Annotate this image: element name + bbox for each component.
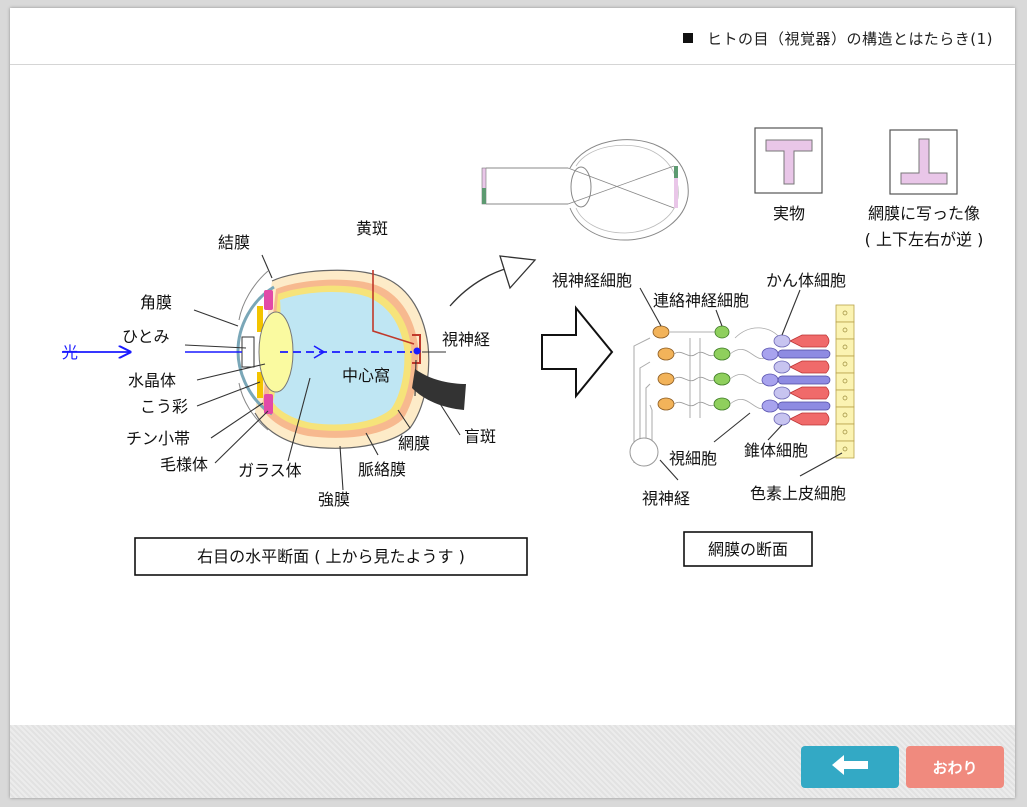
optic-nerve-fiber	[629, 437, 659, 467]
retina-caption: 網膜の断面	[708, 540, 788, 559]
page-title: ヒトの目（視覚器）の構造とはたらき(1)	[683, 28, 993, 49]
cornea	[236, 285, 275, 416]
fovea-point	[413, 347, 421, 355]
back-button[interactable]	[801, 746, 899, 788]
object-image-real	[754, 127, 823, 194]
object-image-retina	[889, 129, 958, 195]
ciliary-body-bottom	[264, 394, 273, 414]
label-light: 光	[62, 343, 78, 362]
label-reversed: ( 上下左右が逆 )	[865, 230, 984, 249]
label-photoreceptor: 視細胞	[669, 449, 717, 468]
label-retina-image: 網膜に写った像	[868, 204, 980, 223]
label-optic-nerve: 視神経	[442, 330, 490, 349]
iris-top	[257, 306, 263, 332]
label-iris: こう彩	[140, 397, 188, 416]
eye-caption-box	[134, 537, 528, 576]
label-pupil: ひとみ	[122, 327, 170, 346]
end-button[interactable]: おわり	[906, 746, 1004, 788]
eye-leader-lines	[184, 254, 461, 491]
label-pigment-epithelium: 色素上皮細胞	[750, 484, 846, 503]
pupil	[241, 336, 255, 368]
label-vitreous: ガラス体	[238, 461, 302, 480]
eye-caption: 右目の水平断面 ( 上から見たようす )	[197, 547, 465, 566]
arrow-left-icon	[832, 755, 868, 775]
header: ヒトの目（視覚器）の構造とはたらき(1)	[10, 8, 1015, 65]
page-title-text: ヒトの目（視覚器）の構造とはたらき(1)	[707, 30, 993, 48]
label-blind-spot: 盲斑	[464, 427, 496, 446]
retina-caption-box	[683, 531, 813, 567]
optic-nerve	[412, 369, 466, 410]
photoreceptor-cells	[761, 334, 831, 426]
label-lens: 水晶体	[128, 371, 176, 390]
pigment-epithelium	[835, 304, 855, 459]
label-zonule: チン小帯	[126, 429, 190, 448]
eye-cross-section: 結膜 角膜 ひとみ 光 水晶体 こう彩 チン小帯 毛様体 ガラス体 強膜 脈絡膜…	[62, 219, 528, 576]
label-choroid: 脈絡膜	[358, 460, 406, 479]
label-retina-optic-nerve: 視神経	[642, 489, 690, 508]
label-sclera: 強膜	[318, 490, 350, 509]
app-window: ヒトの目（視覚器）の構造とはたらき(1)	[10, 8, 1015, 798]
label-macula: 黄斑	[356, 219, 388, 238]
ciliary-body-top	[264, 290, 273, 310]
eye-structure-diagram: 結膜 角膜 ひとみ 光 水晶体 こう彩 チン小帯 毛様体 ガラス体 強膜 脈絡膜…	[62, 127, 984, 576]
ganglion-cells	[652, 325, 675, 411]
label-cone-cell: 錐体細胞	[744, 441, 808, 460]
retina-leader-lines	[639, 287, 843, 481]
label-rod-cell: かん体細胞	[766, 271, 846, 290]
label-fovea: 中心窩	[342, 366, 390, 385]
label-ganglion-cell: 視神経細胞	[552, 271, 632, 290]
label-bipolar-cell: 連絡神経細胞	[653, 291, 749, 310]
bipolar-cells	[713, 325, 731, 411]
iris-bottom	[257, 372, 263, 398]
vitreous-body	[273, 291, 405, 425]
big-right-arrow-icon	[541, 305, 614, 399]
footer-bar: おわり	[10, 725, 1015, 798]
retina-cross-section: 視神経細胞 かん体細胞 連絡神経細胞 視細胞 錐体細胞 視神経 色素上皮細胞 網…	[552, 271, 855, 567]
label-ciliary-body: 毛様体	[160, 455, 208, 474]
macula-line	[372, 270, 415, 345]
square-bullet-icon	[683, 33, 694, 43]
label-real-object: 実物	[773, 204, 805, 223]
label-conjunctiva: 結膜	[218, 233, 250, 252]
label-cornea: 角膜	[140, 293, 172, 312]
label-retina: 網膜	[398, 434, 430, 453]
small-eye-diagram	[481, 139, 689, 241]
object-bottom-marker	[482, 188, 486, 204]
conjunctiva-line	[238, 270, 269, 321]
